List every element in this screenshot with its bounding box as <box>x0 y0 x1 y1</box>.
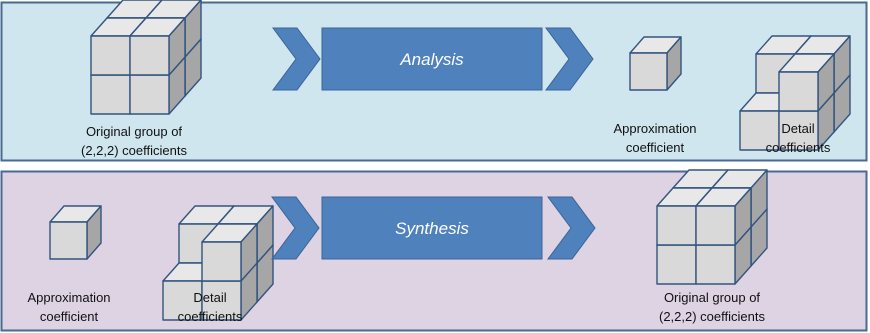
chevron-arrow-icon <box>545 27 594 91</box>
analysis-process-box <box>321 27 543 91</box>
chevron-arrow-icon <box>272 27 321 91</box>
detail-label-line2: coefficients <box>178 309 243 324</box>
cube-face <box>656 205 697 246</box>
approximation-label-line2: coefficient <box>40 309 99 324</box>
cube-face <box>129 74 170 115</box>
detail-cubes-synthesis <box>162 205 274 321</box>
cube-face <box>49 221 88 260</box>
original-group-label-line1: Original group of <box>664 290 760 305</box>
original-group-label-line2: (2,2,2) coefficients <box>659 309 765 324</box>
cube-face <box>201 241 242 282</box>
cube-face <box>90 74 131 115</box>
detail-cubes-analysis <box>739 35 851 151</box>
cube-face <box>695 205 736 246</box>
synthesis-process-box <box>321 196 543 260</box>
analysis-label: Analysis <box>399 50 464 69</box>
detail-label-line1: Detail <box>781 121 814 136</box>
approximation-label-line1: Approximation <box>27 290 110 305</box>
cube-face <box>778 71 819 112</box>
chevron-arrow-icon <box>547 196 596 260</box>
approximation-cube-synthesis <box>49 205 102 260</box>
cube-face <box>629 52 668 91</box>
detail-label-line2: coefficients <box>766 140 831 155</box>
cube-face <box>129 35 170 76</box>
approximation-cube-analysis <box>629 36 682 91</box>
cube-face <box>90 35 131 76</box>
cube-face <box>656 244 697 285</box>
cube-face <box>695 244 736 285</box>
detail-label-line1: Detail <box>193 290 226 305</box>
original-group-cube-analysis <box>90 0 202 115</box>
original-group-cube-synthesis <box>656 169 768 285</box>
original-group-label-line1: Original group of <box>86 124 182 139</box>
synthesis-label: Synthesis <box>395 219 469 238</box>
approximation-label-line1: Approximation <box>613 121 696 136</box>
original-group-label-line2: (2,2,2) coefficients <box>81 143 187 158</box>
approximation-label-line2: coefficient <box>626 140 685 155</box>
chevron-arrow-icon <box>271 196 320 260</box>
